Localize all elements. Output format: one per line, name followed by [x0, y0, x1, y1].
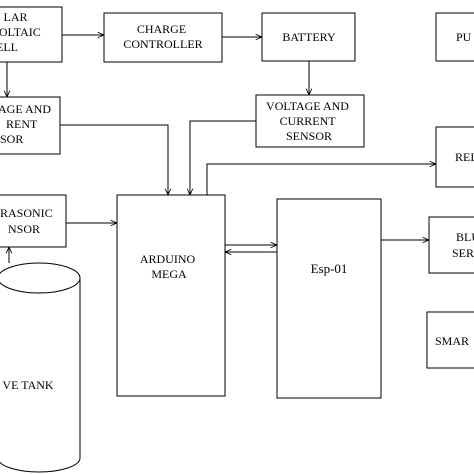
bluetooth-line-2: SER — [452, 246, 474, 260]
svg-text:Esp-01: Esp-01 — [311, 261, 348, 276]
ultrasonic-line-1: RASONIC — [0, 206, 53, 220]
svg-text:BATTERY: BATTERY — [282, 30, 336, 44]
esp01-block: Esp-01 — [276, 198, 382, 399]
arrow-left-sensor-to-arduino — [60, 124, 168, 195]
solar-pv-cell-line-2: VOLTAIC — [0, 25, 41, 39]
relay-label: REL — [455, 150, 474, 164]
ultrasonic-line-2: NSOR — [8, 222, 40, 236]
charge-controller-line-2: CONTROLLER — [123, 37, 202, 51]
bluetooth-line-1: BLU — [456, 230, 474, 244]
left-voltage-current-sensor-block: AGE AND RENT SOR — [0, 96, 61, 155]
left-sensor-line-3: SOR — [0, 132, 23, 146]
arduino-line-2: MEGA — [151, 267, 187, 281]
esp01-label: Esp-01 — [311, 261, 348, 276]
svg-text:RASONIC NSOR: RASONIC NSOR — [0, 206, 56, 236]
svg-text:REL: REL — [455, 150, 474, 164]
smartphone-block: SMAR — [426, 311, 474, 369]
arrow-sensor-to-arduino — [190, 120, 256, 195]
solar-pv-cell-line-1: LAR — [4, 10, 28, 24]
arduino-line-1: ARDUINO — [140, 252, 196, 266]
sensor-line-3: SENSOR — [286, 129, 332, 143]
svg-text:LAR VOLTAIC ELL: LAR VOLTAIC ELL — [0, 10, 44, 54]
solar-pv-cell-line-3: ELL — [0, 40, 18, 54]
left-sensor-line-2: RENT — [6, 117, 38, 131]
svg-text:VOLTAGE AND CURRENT: VOLTAGE AND CURRENT SENSOR — [266, 99, 352, 143]
svg-text:VE TANK: VE TANK — [2, 378, 53, 392]
svg-text:BLU SER: BLU SER — [452, 230, 474, 260]
charge-controller-block: CHARGE CONTROLLER — [103, 12, 223, 63]
left-sensor-line-1: AGE AND — [0, 102, 51, 116]
voltage-current-sensor-block: VOLTAGE AND CURRENT SENSOR — [255, 94, 365, 148]
ultrasonic-sensor-block: RASONIC NSOR — [0, 194, 67, 248]
battery-label: BATTERY — [282, 30, 336, 44]
relay-block: REL — [435, 126, 474, 188]
svg-text:ARDUINO MEGA: ARDUINO MEGA — [140, 252, 198, 281]
arduino-mega-block: ARDUINO MEGA — [116, 194, 226, 397]
pump-block: PU — [435, 12, 474, 62]
sensor-line-2: CURRENT — [280, 114, 337, 128]
sensor-line-1: VOLTAGE AND — [266, 99, 349, 113]
svg-text:AGE AND RENT SOR: AGE AND RENT SOR — [0, 102, 54, 146]
svg-text:CHARGE CONTROLLER: CHARGE CONTROLLER — [123, 22, 202, 51]
battery-block: BATTERY — [261, 12, 356, 62]
arrow-arduino-to-relay — [206, 164, 436, 195]
pump-label: PU — [456, 30, 472, 44]
connectors — [7, 35, 436, 263]
bluetooth-serial-block: BLU SER — [428, 216, 474, 274]
tank-label: VE TANK — [2, 378, 53, 392]
svg-text:PU: PU — [456, 30, 472, 44]
svg-text:SMAR: SMAR — [435, 334, 469, 348]
tank-cylinder: VE TANK — [0, 262, 81, 473]
solar-pv-cell-block: LAR VOLTAIC ELL — [0, 6, 63, 63]
charge-controller-line-1: CHARGE — [137, 22, 186, 36]
smartphone-label: SMAR — [435, 334, 469, 348]
